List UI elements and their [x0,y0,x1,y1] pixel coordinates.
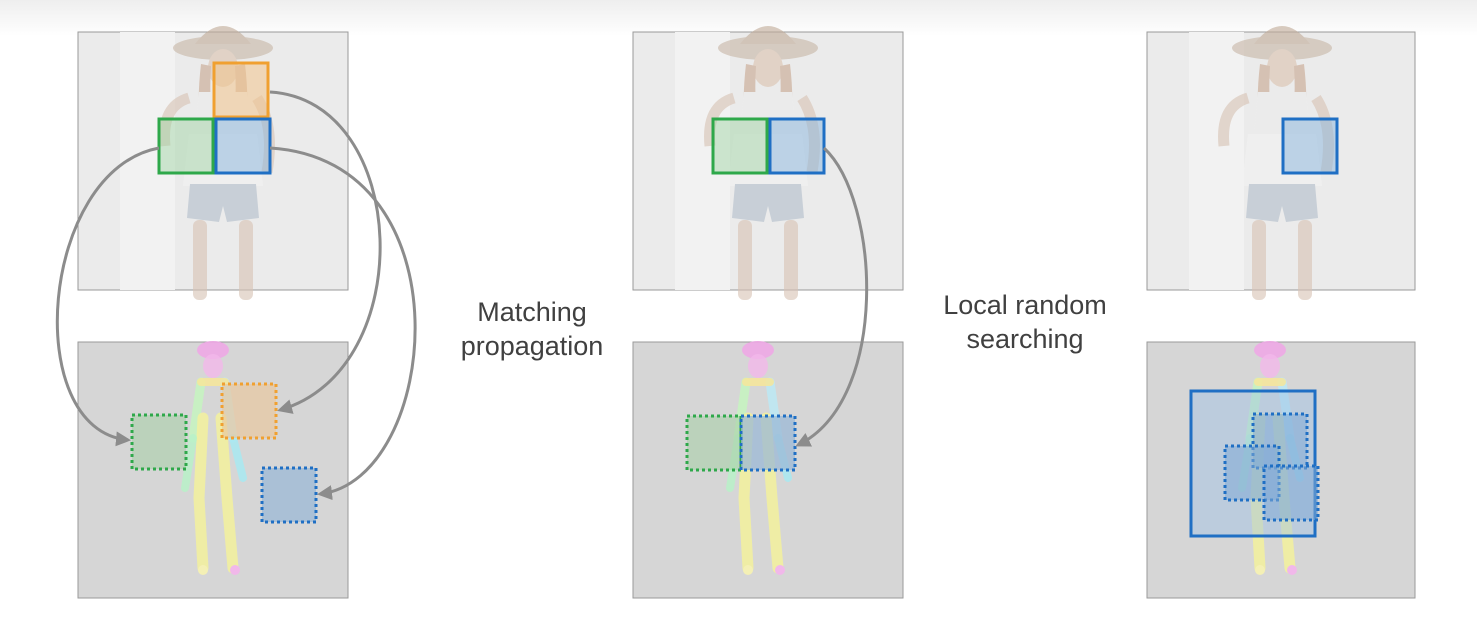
local-random-searching-label: Local random searching [915,288,1135,356]
label-line: Local random [943,290,1107,320]
green-patch [711,117,769,175]
blue-patch [768,117,826,175]
green-dotted-patch [130,413,188,471]
panel-3-pose [1146,341,1416,599]
green-patch [157,117,215,175]
panel-2-patches [685,117,826,472]
label-line: searching [966,324,1084,354]
panel-2-arrows [795,146,869,447]
blue-patch [214,117,272,175]
arrow-blue [795,146,869,447]
blue-patch [1281,117,1339,175]
panel-1-target-patches [130,382,318,524]
arrow-green [55,146,160,447]
arrow-orange [269,90,382,414]
blue-dotted-patch [739,414,797,472]
label-line: propagation [460,331,604,361]
label-line: Matching [477,297,587,327]
matching-propagation-label: Matching propagation [432,295,632,363]
panel-3-photo [1146,26,1416,300]
panel-1-source-patches [157,61,272,175]
top-shade [0,0,1477,36]
orange-dotted-patch [220,382,278,440]
panel-1-arrows [55,90,417,501]
candidate-patch [1262,464,1320,522]
blue-dotted-patch [260,466,318,524]
orange-patch [212,61,270,119]
arrow-blue [269,146,417,501]
green-dotted-patch [685,414,743,472]
